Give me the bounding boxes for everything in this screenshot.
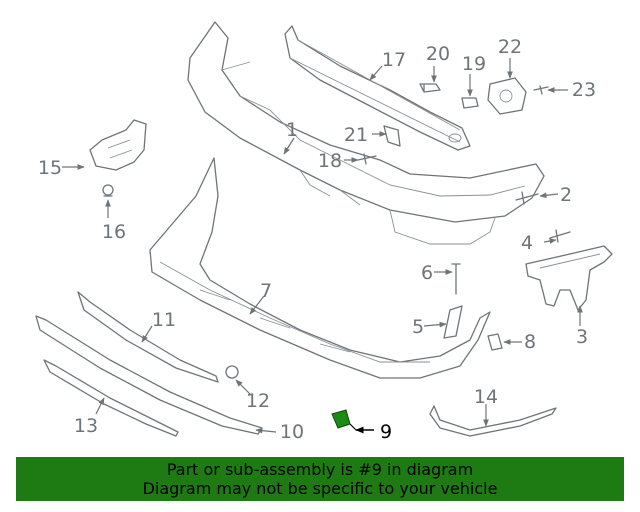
- part-18-bolt: [357, 153, 377, 165]
- part-8-clip: [487, 333, 503, 351]
- callout-3: 3: [576, 326, 588, 348]
- part-2-screw: [515, 191, 539, 205]
- callout-18: 18: [318, 150, 342, 172]
- callout-5: 5: [412, 316, 424, 338]
- part-21-bracket: [383, 125, 401, 147]
- callout-9-highlighted: 9: [380, 421, 392, 443]
- leader-lines: [62, 58, 583, 434]
- callout-8: 8: [524, 331, 536, 353]
- part-15-side-bracket: [89, 119, 147, 171]
- banner-line-1: Part or sub-assembly is #9 in diagram: [166, 460, 474, 479]
- part-4-screw: [549, 229, 571, 243]
- part-12-clip: [225, 365, 239, 379]
- callout-6: 6: [421, 262, 433, 284]
- callout-7: 7: [260, 280, 272, 302]
- parts-diagram: 1 2 3 4 5 6 7 8 9 10 11 12 13 14 15 16 1…: [35, 21, 613, 443]
- part-7-lower-fascia: [149, 157, 491, 379]
- part-3-bracket: [525, 245, 613, 311]
- callout-1: 1: [286, 119, 298, 141]
- part-5-clip: [443, 305, 463, 339]
- part-9-body: [331, 409, 351, 429]
- part-20-bracket: [419, 83, 441, 93]
- part-14-side-molding: [429, 405, 557, 437]
- part-1-upper-cover: [187, 21, 545, 245]
- part-23-screw: [533, 85, 549, 95]
- callout-15: 15: [38, 157, 62, 179]
- callout-20: 20: [426, 43, 450, 65]
- callout-19: 19: [462, 53, 486, 75]
- callout-10: 10: [280, 421, 304, 443]
- part-22-module: [487, 77, 527, 115]
- callout-17: 17: [382, 49, 406, 71]
- part-17-reinforcement: [284, 25, 471, 151]
- part-11-strip: [77, 291, 219, 383]
- part-16-fastener: [102, 184, 114, 197]
- callout-16: 16: [102, 221, 126, 243]
- part-9-highlighted: [331, 409, 357, 431]
- callout-21: 21: [344, 124, 368, 146]
- callout-4: 4: [521, 232, 533, 254]
- callout-2: 2: [560, 184, 572, 206]
- info-banner: Part or sub-assembly is #9 in diagram Di…: [16, 457, 624, 501]
- callout-11: 11: [152, 309, 176, 331]
- callout-numbers: 1 2 3 4 5 6 7 8 9 10 11 12 13 14 15 16 1…: [38, 36, 596, 443]
- callout-22: 22: [498, 36, 522, 58]
- part-13-trim: [43, 359, 179, 437]
- callout-13: 13: [74, 415, 98, 437]
- part-10-molding: [35, 315, 263, 435]
- callout-12: 12: [246, 390, 270, 412]
- banner-line-2: Diagram may not be specific to your vehi…: [142, 479, 498, 498]
- part-6-pin: [451, 263, 461, 295]
- callout-14: 14: [474, 386, 498, 408]
- callout-23: 23: [572, 79, 596, 101]
- part-19-clip: [461, 97, 479, 109]
